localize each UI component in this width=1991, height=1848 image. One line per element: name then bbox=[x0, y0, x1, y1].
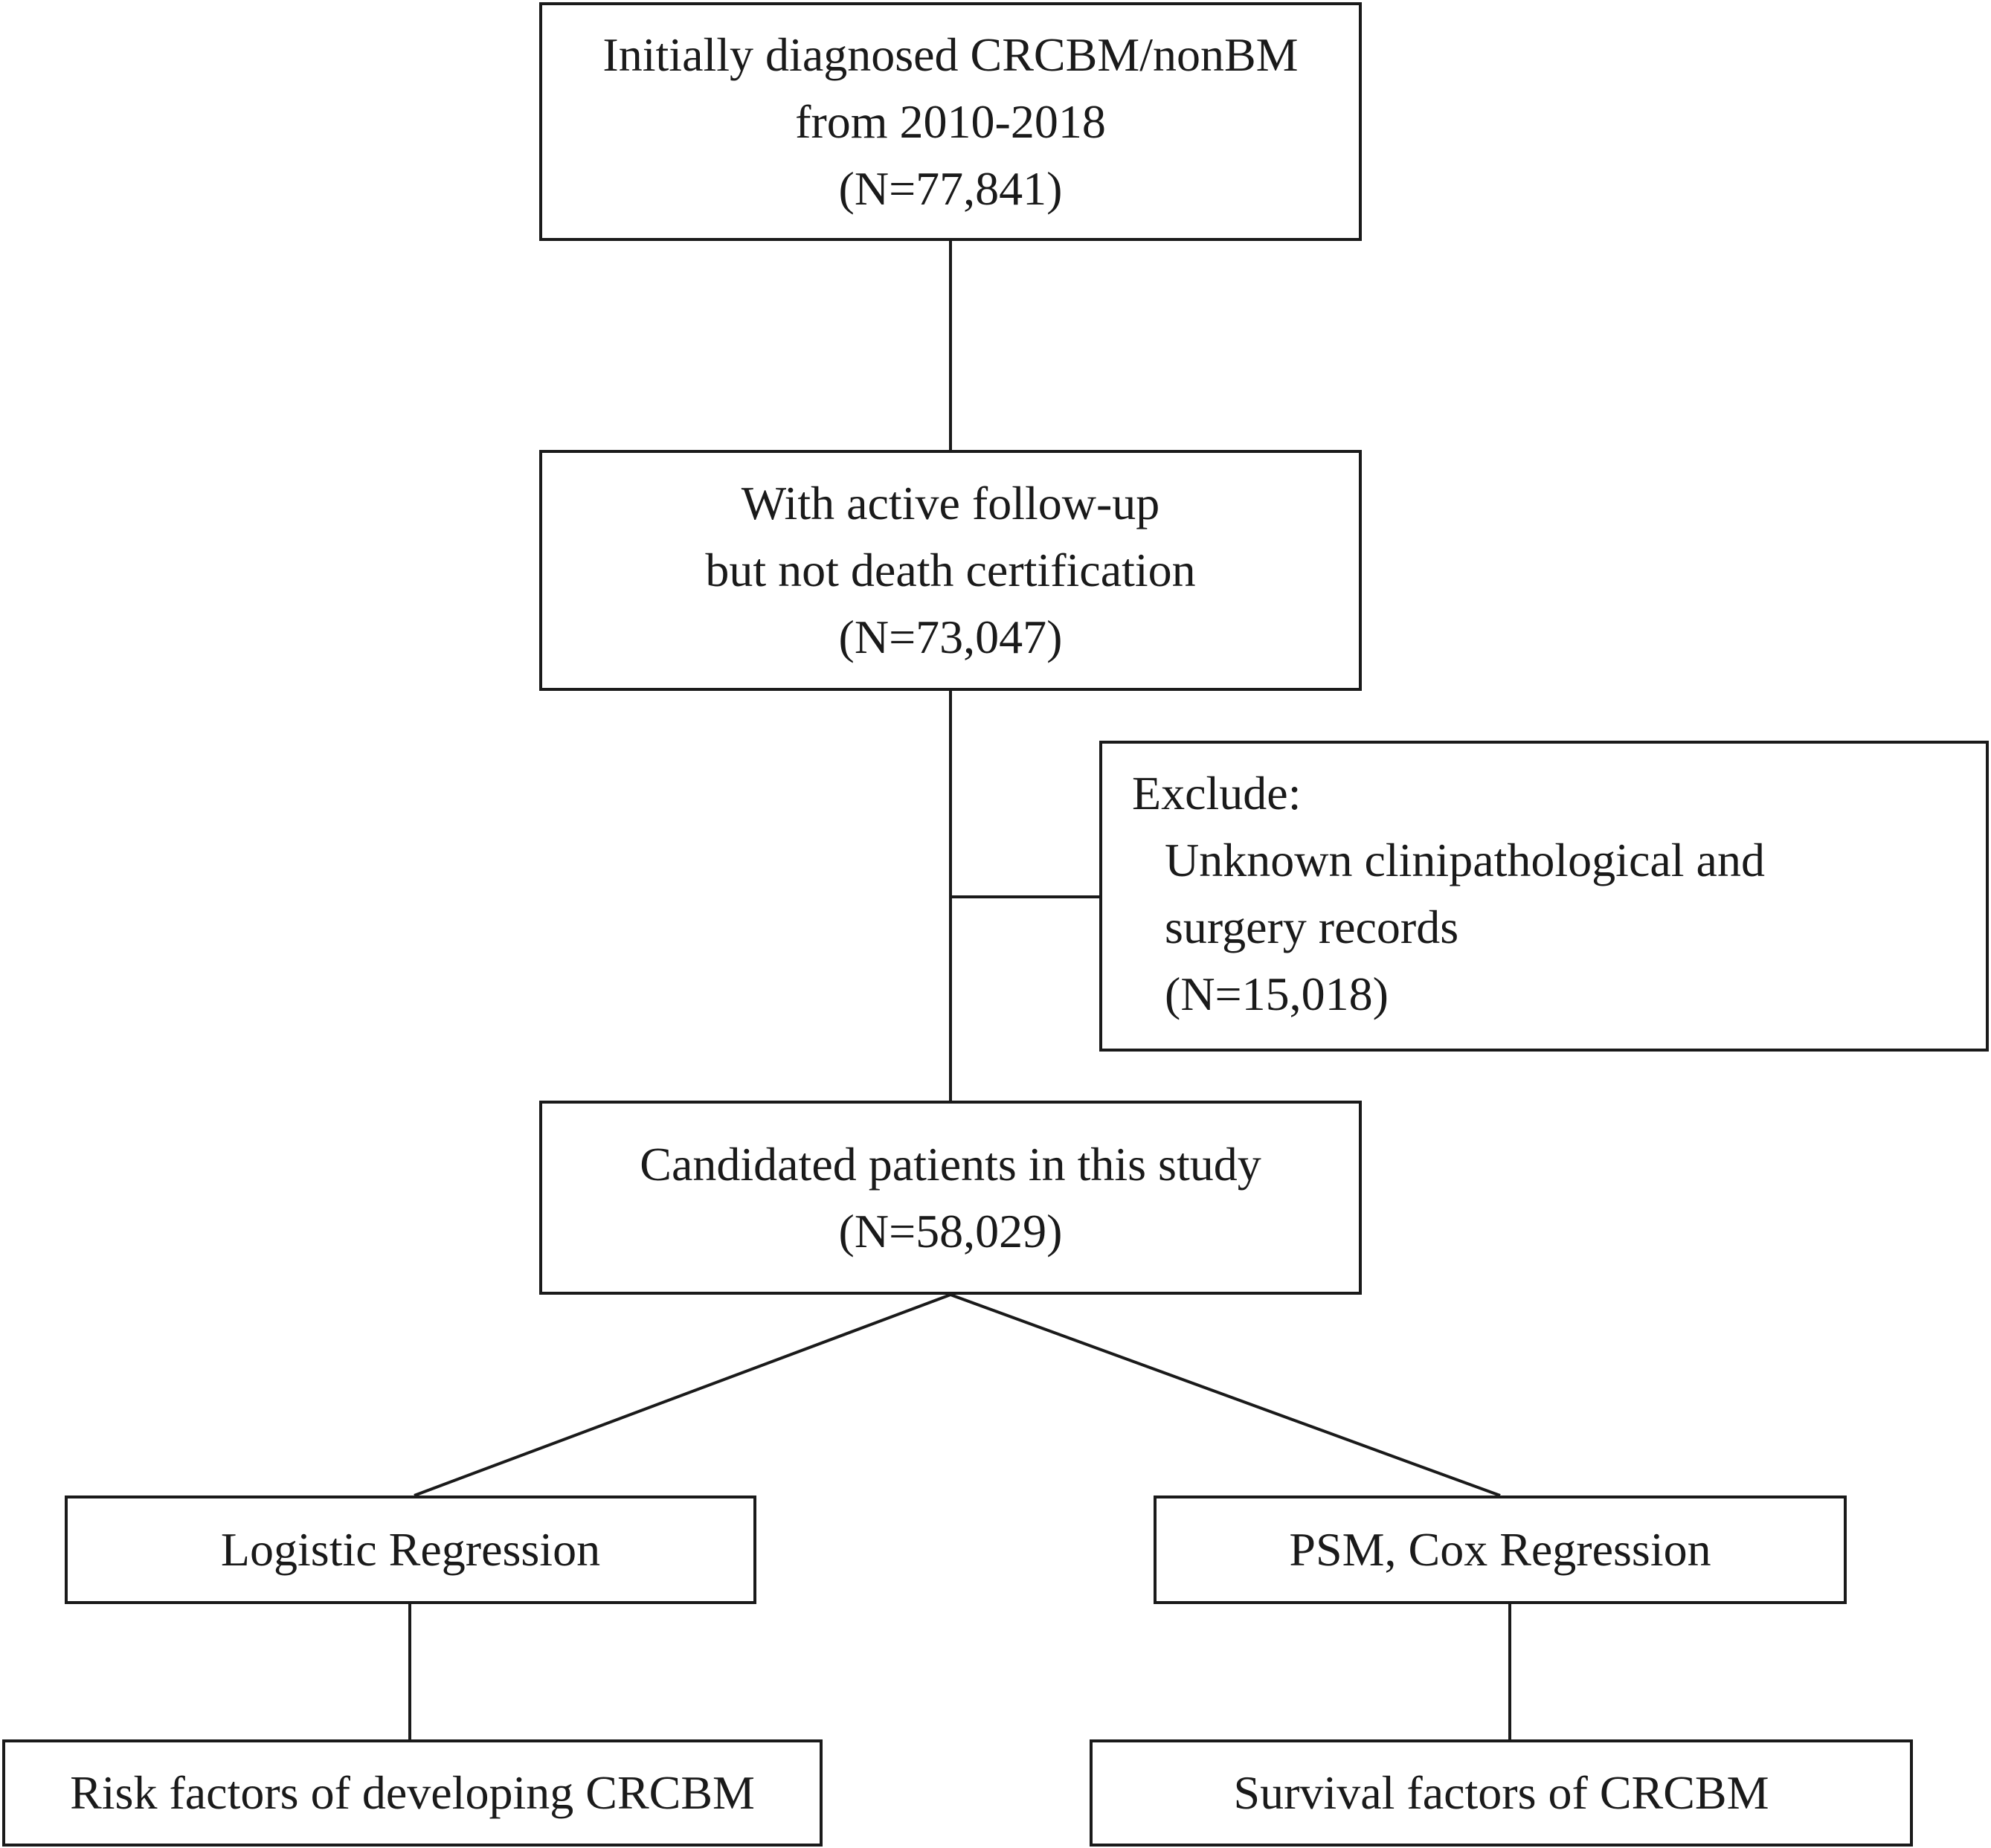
box-line: Unknown clinipathological and bbox=[1165, 834, 1765, 886]
box-line: surgery records bbox=[1165, 901, 1459, 953]
box-psm-cox-regression: PSM, Cox Regression bbox=[1154, 1496, 1847, 1604]
box-risk-factors: Risk factors of developing CRCBM bbox=[2, 1739, 823, 1847]
connector-candidates-to-logistic bbox=[414, 1293, 951, 1497]
box-exclude: Exclude: Unknown clinipathological and s… bbox=[1099, 741, 1989, 1052]
box-line: With active follow-up bbox=[741, 477, 1160, 529]
box-survival-factors: Survival factors of CRCBM bbox=[1090, 1739, 1913, 1847]
exclude-heading: Exclude: bbox=[1132, 767, 1302, 820]
box-line: Initially diagnosed CRCBM/nonBM bbox=[602, 28, 1299, 81]
box-logistic-regression: Logistic Regression bbox=[65, 1496, 756, 1604]
box-line: (N=77,841) bbox=[838, 161, 1063, 215]
box-candidated-patients: Candidated patients in this study (N=58,… bbox=[539, 1101, 1362, 1295]
box-line: (N=58,029) bbox=[838, 1204, 1063, 1258]
box-line: from 2010-2018 bbox=[795, 94, 1106, 148]
box-line: (N=73,047) bbox=[838, 611, 1063, 663]
connector-candidates-to-psm-cox bbox=[950, 1293, 1501, 1497]
box-line: but not death certification bbox=[705, 544, 1196, 596]
box-line: Logistic Regression bbox=[220, 1523, 601, 1576]
box-line: (N=15,018) bbox=[1165, 968, 1389, 1020]
box-line: Risk factors of developing CRCBM bbox=[70, 1766, 755, 1819]
box-line: Candidated patients in this study bbox=[640, 1137, 1261, 1191]
box-line: Survival factors of CRCBM bbox=[1233, 1766, 1769, 1819]
box-initially-diagnosed: Initially diagnosed CRCBM/nonBM from 201… bbox=[539, 2, 1362, 241]
box-active-follow-up: With active follow-up but not death cert… bbox=[539, 450, 1362, 691]
box-line: PSM, Cox Regression bbox=[1289, 1523, 1711, 1576]
